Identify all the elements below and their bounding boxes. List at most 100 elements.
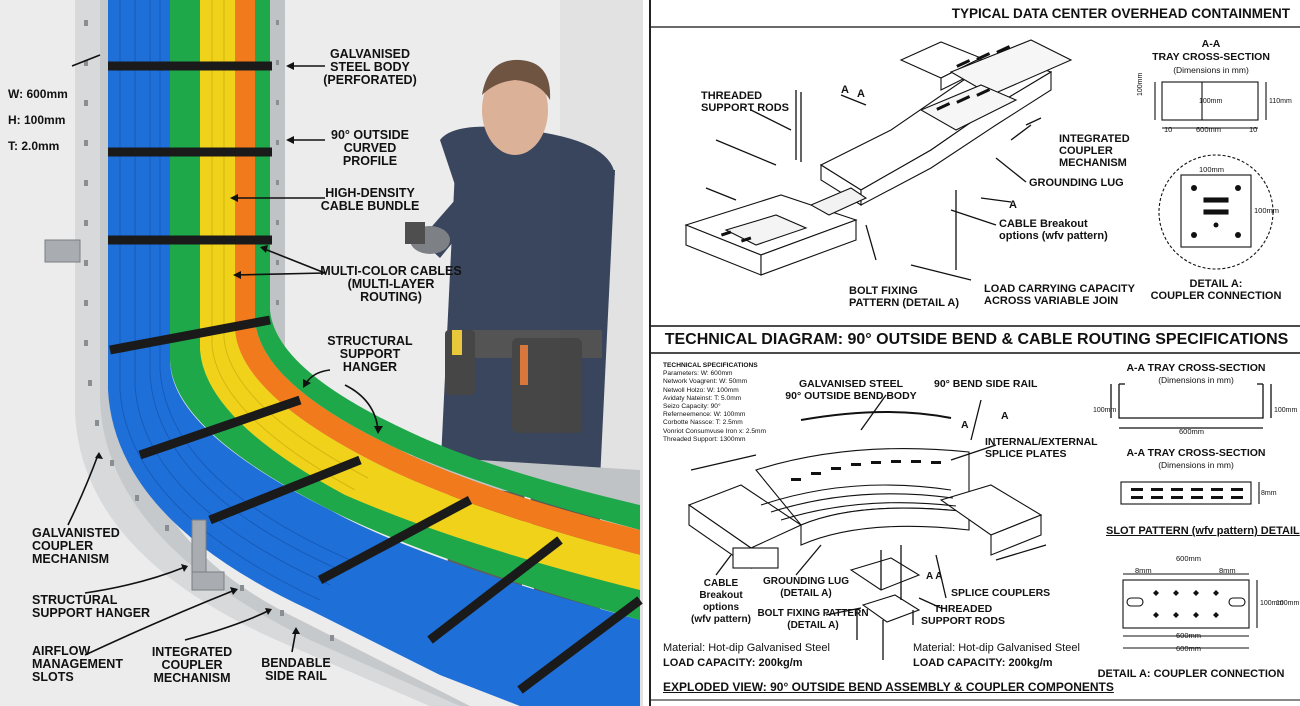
top-aa-dims-note: (Dimensions in mm) <box>1173 65 1249 75</box>
bottom-label-aa-mark: A A <box>926 571 943 582</box>
label-galvanised-body: GALVANISED STEEL BODY (PERFORATED) <box>323 47 417 87</box>
spec-width: W: 600mm <box>8 87 68 101</box>
top-tray-slots <box>720 45 1011 243</box>
spec-list-title: TECHNICAL SPECIFICATIONS <box>663 362 758 369</box>
bottom-label-splice-couplers: SPLICE COUPLERS <box>951 587 1051 599</box>
support-hangers <box>44 239 225 591</box>
label-airflow-slots: AIRFLOW MANAGEMENT SLOTS <box>32 644 123 684</box>
top-section-mark-a3: A <box>1009 199 1017 211</box>
label-cable-bundle: HIGH-DENSITY CABLE BUNDLE <box>320 186 420 213</box>
label-integrated-coupler: INTEGRATED COUPLER MECHANISM <box>151 645 233 685</box>
bottom-aa1-height-right: 100mm <box>1274 407 1298 414</box>
rail-perforations <box>84 20 334 641</box>
top-aa-width: 600mm <box>1196 125 1222 134</box>
bottom-rods-and-leaders <box>690 394 1047 660</box>
bottom-slot-title: SLOT PATTERN (wfv pattern) DETAIL <box>1106 525 1300 537</box>
product-photo: W: 600mm H: 100mm T: 2.0mm GALVANISED ST… <box>0 0 643 706</box>
bottom-aa1-width: 600mm <box>1179 427 1205 436</box>
bottom-load-1: LOAD CAPACITY: 200kg/m <box>663 657 803 669</box>
photo-illustration <box>0 0 643 706</box>
label-support-hanger-top: STRUCTURAL SUPPORT HANGER <box>327 334 413 374</box>
bottom-section-mark-a2: A <box>1001 410 1009 422</box>
bottom-label-splice-plates: INTERNAL/EXTERNAL SPLICE PLATES <box>985 436 1098 460</box>
top-aa-height-inner: 100mm <box>1199 98 1223 105</box>
top-detail-width: 100mm <box>1199 165 1225 174</box>
label-support-hanger-bottom: STRUCTURAL SUPPORT HANGER <box>32 593 151 620</box>
bottom-material-1: Material: Hot-dip Galvanised Steel <box>663 642 830 654</box>
bottom-plate-height-2: 100mm <box>1276 600 1300 607</box>
bottom-aa2-title: A-A TRAY CROSS-SECTION <box>1126 447 1266 459</box>
bottom-aa2-section <box>1120 481 1260 505</box>
bottom-aa1-title: A-A TRAY CROSS-SECTION <box>1126 362 1266 374</box>
bottom-load-2: LOAD CAPACITY: 200kg/m <box>913 657 1053 669</box>
bottom-aa1-section <box>1110 383 1272 429</box>
cable-bundle <box>108 0 643 706</box>
bottom-aa2-height: 8mm <box>1261 490 1277 497</box>
top-section-mark-a2: A <box>857 88 865 100</box>
spec-line: Parameters: W: 600mm <box>663 370 733 378</box>
top-label-load-capacity: LOAD CARRYING CAPACITY ACROSS VARIABLE J… <box>984 283 1135 307</box>
cable-tray <box>75 0 640 706</box>
label-coupler-mechanism-left: GALVANISTED COUPLER MECHANISM <box>32 526 120 566</box>
top-label-cable-breakout: CABLE Breakout options (wfv pattern) <box>999 218 1108 242</box>
dimension-spec-block: W: 600mm H: 100mm T: 2.0mm <box>8 75 68 166</box>
bottom-plate-spacing-left: 8mm <box>1135 566 1152 575</box>
top-label-bolt-fixing: BOLT FIXING PATTERN (DETAIL A) <box>849 285 959 309</box>
bottom-plate-height-1: 100mm <box>1260 600 1284 607</box>
bottom-aa2-slots <box>1131 488 1243 499</box>
top-detail-title: DETAIL A: COUPLER CONNECTION <box>1150 278 1282 302</box>
bottom-label-grounding-lug: GROUNDING LUG (DETAIL A) <box>762 576 850 599</box>
bottom-label-cable-breakout: CABLE Breakout options (wfv pattern) <box>691 578 751 625</box>
top-section-mark-a1: A <box>841 84 849 96</box>
cable-straps <box>108 61 643 694</box>
bottom-detail-title: DETAIL A: COUPLER CONNECTION <box>1097 668 1285 680</box>
spec-thickness: T: 2.0mm <box>8 139 60 153</box>
technical-sheet: TYPICAL DATA CENTER OVERHEAD CONTAINMENT… <box>649 0 1300 706</box>
spec-list: TECHNICAL SPECIFICATIONS Parameters: W: … <box>663 362 766 444</box>
bottom-plate-spacing-right: 8mm <box>1219 566 1236 575</box>
spec-line: Seizo Capacity: 90° <box>663 403 721 411</box>
bottom-label-body: GALVANISED STEEL 90° OUTSIDE BEND BODY <box>785 378 917 402</box>
top-label-integrated-coupler: INTEGRATED COUPLER MECHANISM <box>1059 133 1130 169</box>
bottom-bend-drawing <box>687 410 1043 623</box>
top-aa-title: A-A <box>1201 38 1221 50</box>
spec-line: Threaded Support: 1300mm <box>663 435 746 443</box>
bottom-plate-width-1: 600mm <box>1176 631 1202 640</box>
spec-line: Avidaty Nateinst: T: 5.0mm <box>663 394 742 402</box>
bottom-aa1-dims: (Dimensions in mm) <box>1158 375 1234 385</box>
label-bendable-rail: BENDABLE SIDE RAIL <box>261 656 331 683</box>
top-rods-and-leaders <box>705 90 1042 281</box>
label-multicolor-cables: MULTI-COLOR CABLES (MULTI-LAYER ROUTING) <box>320 264 462 304</box>
bottom-label-threaded-rods: THREADED SUPPORT RODS <box>920 603 1005 627</box>
top-label-threaded-rods: THREADED SUPPORT RODS <box>701 90 790 114</box>
top-tray-drawing <box>684 39 1073 276</box>
bottom-label-bolt-fixing: BOLT FIXING PATTERN (DETAIL A) <box>757 608 869 631</box>
bottom-plate-holes <box>1153 590 1219 618</box>
top-detail-height: 100mm <box>1254 206 1280 215</box>
spec-height: H: 100mm <box>8 113 66 127</box>
top-aa-height-left: 100mm <box>1137 72 1144 96</box>
spec-line: Corbotte Nassce: T: 2.5mm <box>663 419 743 427</box>
spec-line: Vonriot Consumvuse Iron x: 2.5mm <box>663 427 766 435</box>
top-label-grounding-lug: GROUNDING LUG <box>1029 177 1124 189</box>
spec-line: Referneemence: W: 100mm <box>663 411 746 419</box>
top-detail-holes <box>1191 185 1241 238</box>
spec-line: Network Voagrent: W: 50mm <box>663 378 748 386</box>
top-title: TYPICAL DATA CENTER OVERHEAD CONTAINMENT <box>951 6 1290 21</box>
bottom-caption: EXPLODED VIEW: 90° OUTSIDE BEND ASSEMBLY… <box>663 680 1114 694</box>
leader-arrowheads <box>95 62 383 634</box>
top-aa-section <box>1154 81 1267 129</box>
bottom-aa1-height-left: 100mm <box>1093 407 1117 414</box>
bottom-plate-width-top: 600mm <box>1176 554 1202 563</box>
bottom-plate-detail <box>1122 573 1258 649</box>
bottom-label-side-rail: 90° BEND SIDE RAIL <box>934 378 1038 390</box>
main-title: TECHNICAL DIAGRAM: 90° OUTSIDE BEND & CA… <box>664 331 1289 348</box>
top-aa-side-right: 10 <box>1249 125 1258 134</box>
top-aa-subtitle: TRAY CROSS-SECTION <box>1152 51 1270 63</box>
label-curved-profile: 90° OUTSIDE CURVED PROFILE <box>331 128 409 168</box>
sheet-drawings <box>651 26 1300 701</box>
spec-line: Netwoll Holzo: W: 100mm <box>663 386 739 394</box>
bottom-bend-slots <box>791 460 941 481</box>
bottom-section-mark-a1: A <box>961 419 969 431</box>
top-aa-side-left: 10 <box>1164 125 1173 134</box>
